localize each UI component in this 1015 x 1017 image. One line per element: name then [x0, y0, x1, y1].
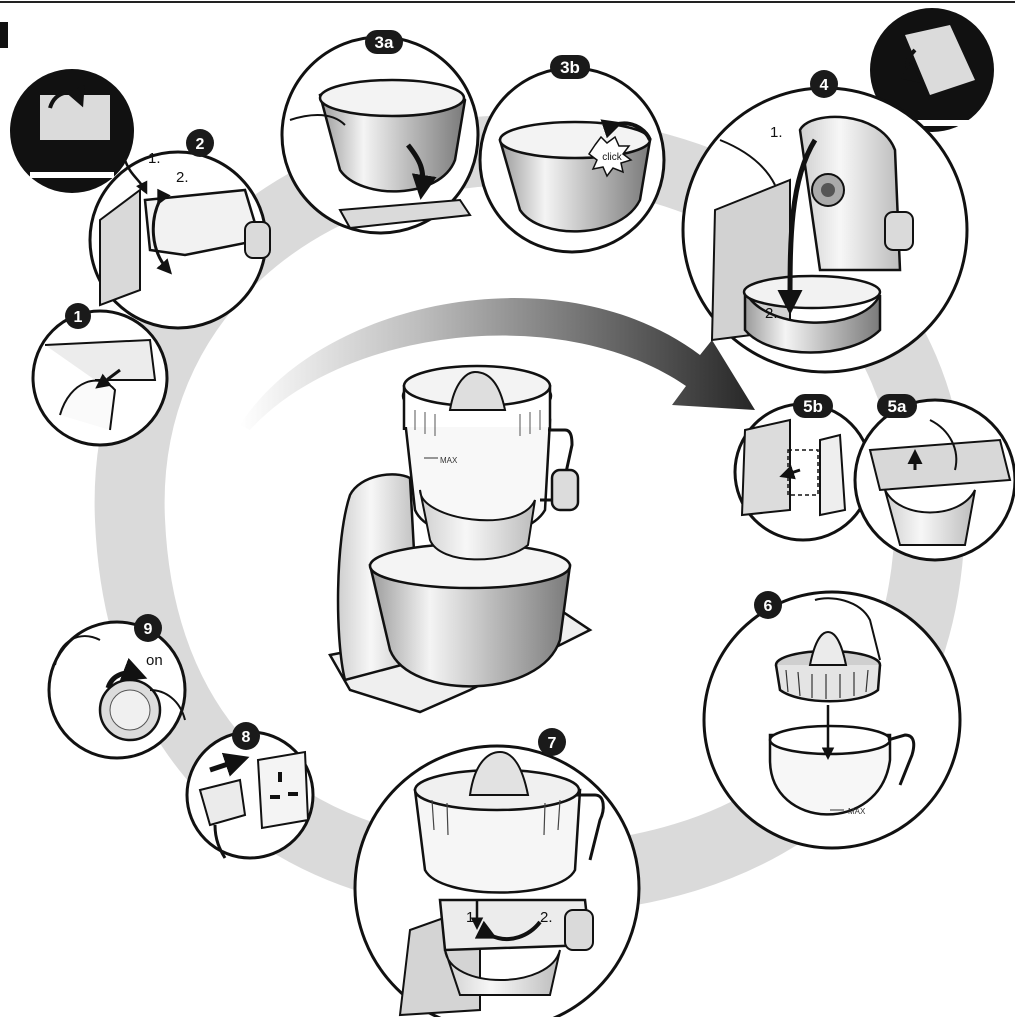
step-4-sub2: 2. — [765, 305, 778, 322]
step-6: MAX 6 — [702, 590, 962, 850]
step-9-on-label: on — [146, 652, 163, 669]
step-5b: 5b — [733, 394, 873, 542]
step-3b-badge: 3b — [560, 58, 580, 77]
corner-mark — [0, 22, 8, 48]
center-kitchen-machine: MAX — [328, 364, 593, 714]
step-2-sub2: 2. — [176, 169, 189, 186]
plug-icon — [198, 778, 247, 827]
center-max-label: MAX — [440, 456, 458, 465]
step-7-badge: 7 — [548, 735, 557, 752]
socket-icon — [256, 750, 310, 830]
step-4-sub1: 1. — [770, 124, 783, 141]
step-2-sub1: 1. — [148, 150, 161, 167]
step-4-badge: 4 — [820, 77, 829, 94]
step-9-badge: 9 — [144, 621, 153, 638]
step-6-max-label: MAX — [848, 807, 866, 816]
step-7-sub1: 1. — [466, 909, 479, 926]
step-4: 1. 2. 4 — [681, 70, 969, 374]
lock-lid-icon — [48, 85, 85, 109]
step-3a: 3a — [280, 30, 480, 235]
step-2-badge: 2 — [196, 136, 205, 153]
step-5b-badge: 5b — [803, 397, 823, 416]
step-3b-click: click — [602, 152, 622, 163]
step-9: on 9 — [47, 614, 187, 760]
step-1: 1 — [31, 303, 169, 447]
step-3b: click 3b — [478, 55, 666, 254]
step-3a-badge: 3a — [375, 33, 394, 52]
step-8-badge: 8 — [242, 729, 251, 746]
step-2: 1. 2. 2 — [88, 129, 271, 330]
big-curved-arrow — [240, 298, 755, 430]
step-1-badge: 1 — [74, 309, 83, 326]
arrow-icon — [95, 368, 121, 389]
step-5a-badge: 5a — [888, 397, 907, 416]
step-6-badge: 6 — [764, 598, 773, 615]
inset-lock-top-left — [10, 69, 134, 193]
inset-lock-top-right — [870, 8, 994, 132]
step-5a: 5a — [853, 394, 1015, 562]
step-7: 1. 2. 7 — [353, 728, 641, 1017]
step-7-sub2: 2. — [540, 909, 553, 926]
step-8: 8 — [185, 722, 315, 860]
speed-knob — [550, 468, 580, 512]
tilt-arm-icon — [151, 188, 173, 275]
hand — [59, 379, 117, 431]
